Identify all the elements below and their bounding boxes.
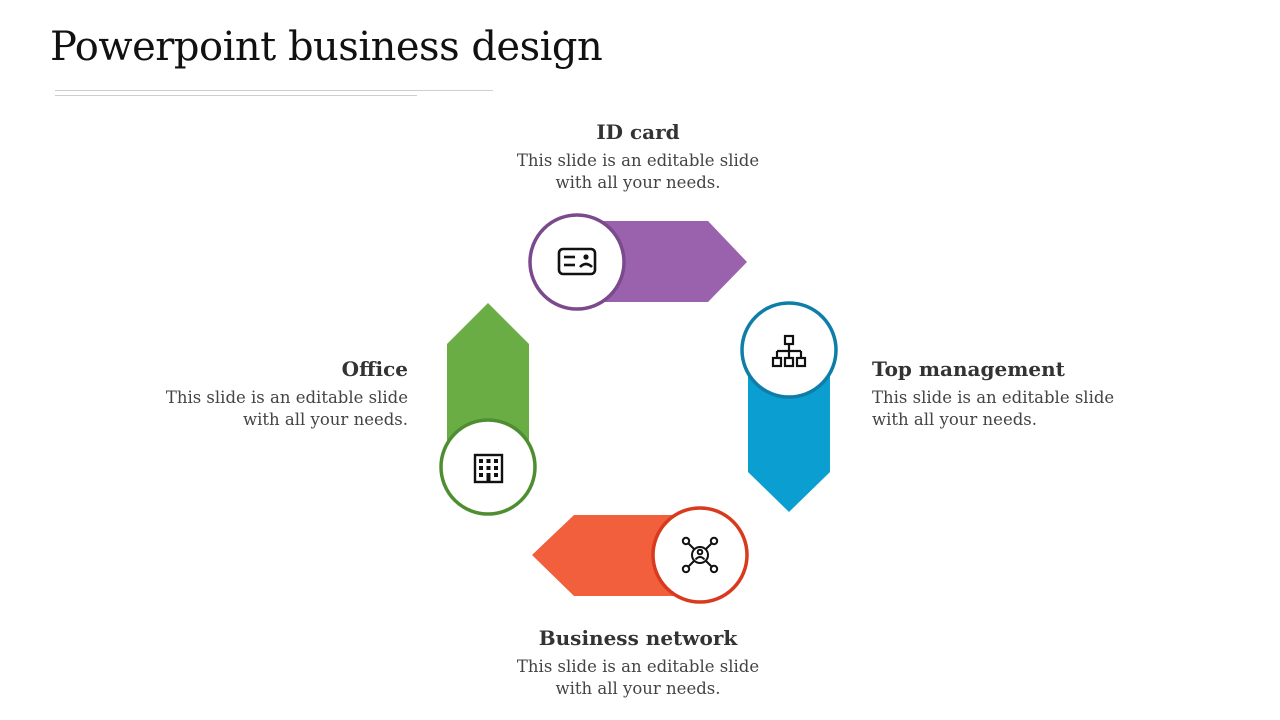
label-business-network: Business network This slide is an editab… (488, 626, 788, 700)
circle-id-card (528, 213, 626, 311)
heading-office: Office (341, 357, 408, 381)
desc-business-network-line2: with all your needs. (555, 679, 721, 698)
heading-id-card: ID card (596, 120, 680, 144)
heading-top-management: Top management (872, 357, 1065, 381)
desc-top-management-line2: with all your needs. (872, 410, 1037, 429)
network-icon (681, 536, 719, 574)
label-id-card: ID card This slide is an editable slide … (488, 120, 788, 194)
desc-id-card-line1: This slide is an editable slide (516, 151, 760, 170)
title-underline-short (55, 95, 417, 96)
desc-business-network-line1: This slide is an editable slide (516, 657, 760, 676)
desc-top-management-line1: This slide is an editable slide (872, 388, 1115, 407)
desc-id-card-line2: with all your needs. (555, 173, 721, 192)
label-top-management: Top management This slide is an editable… (872, 357, 1172, 431)
label-office: Office This slide is an editable slide w… (108, 357, 408, 431)
hierarchy-icon (771, 334, 807, 368)
title-underline (55, 90, 493, 91)
desc-office-line2: with all your needs. (243, 410, 408, 429)
desc-office-line1: This slide is an editable slide (165, 388, 408, 407)
heading-business-network: Business network (538, 626, 738, 650)
building-icon (473, 453, 504, 484)
id-card-icon (557, 247, 597, 276)
slide-title: Powerpoint business design (50, 24, 603, 70)
